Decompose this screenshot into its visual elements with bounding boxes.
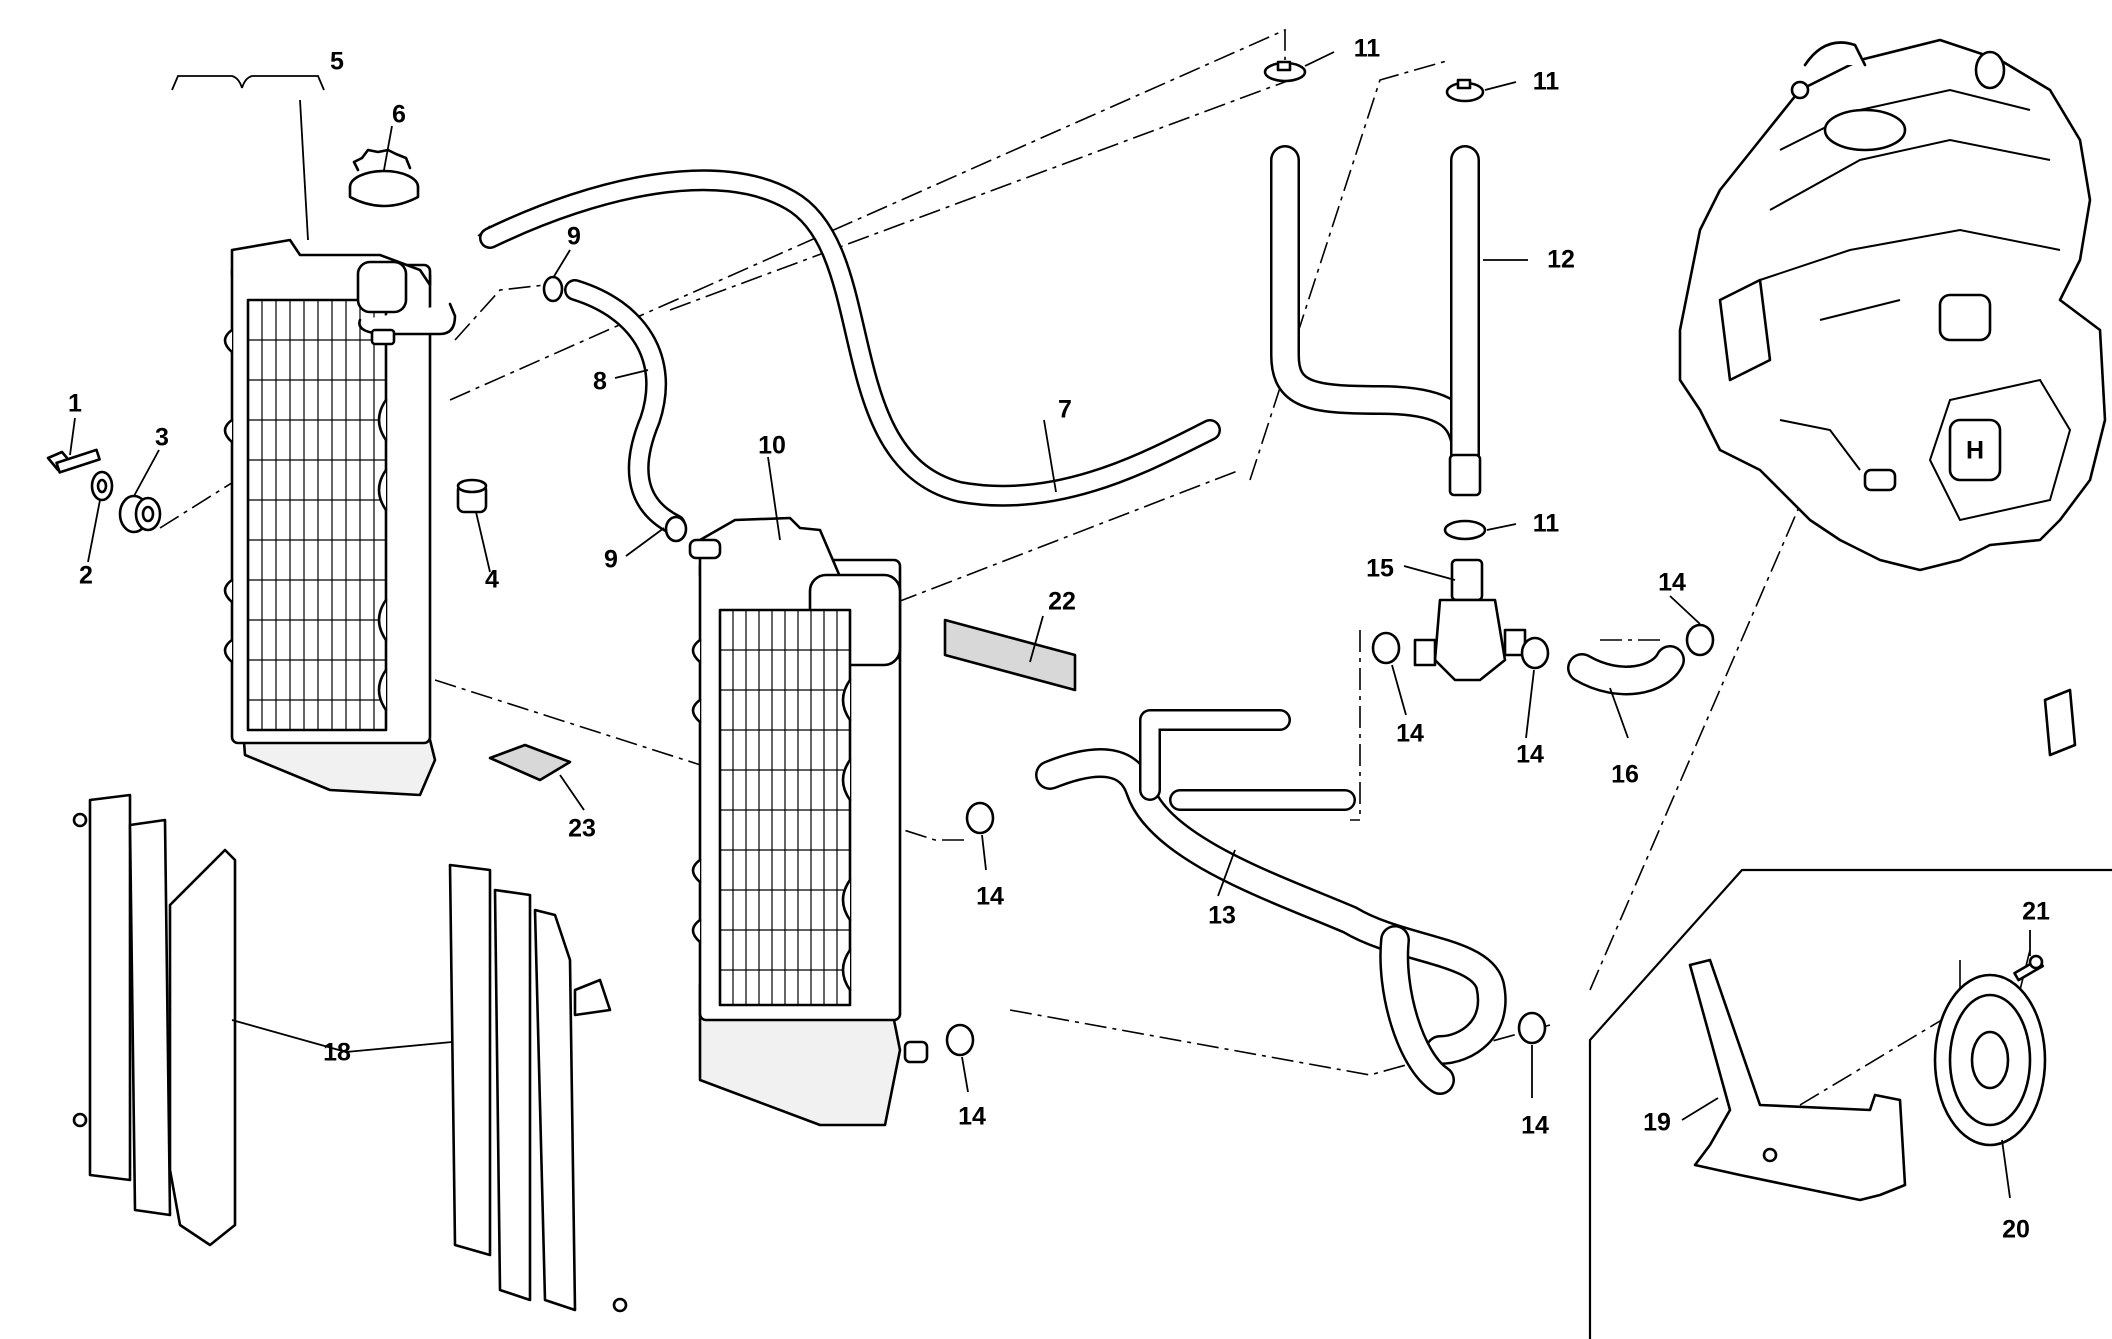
callout-11-a: 11 [1354,35,1381,63]
radiator-shroud-right [72,793,237,1247]
right-radiator [223,238,457,797]
y-hose [1270,145,1482,497]
foam-pad-large [943,618,1077,692]
thermostat-housing [1413,558,1527,682]
cooling-fan [1933,949,2047,1147]
hose-clamp [1685,623,1715,657]
left-radiator [688,516,929,1127]
spacer-bushing [456,478,488,514]
foam-pad-small [488,743,572,782]
callout-4: 4 [485,566,499,594]
hose-clamp [965,801,995,835]
rubber-grommet [118,494,162,534]
callout-20: 20 [2002,1216,2030,1244]
callout-14-e: 14 [958,1103,986,1131]
callout-1: 1 [68,390,82,418]
hose-clamp [664,515,688,543]
filler-neck [356,260,408,314]
callout-7: 7 [1058,396,1072,424]
callout-18: 18 [323,1039,351,1067]
callout-5: 5 [330,48,344,76]
callout-23: 23 [568,815,596,843]
overflow-hose [477,169,1221,507]
engine-block: H [1678,38,2107,757]
radiator-cap [348,148,420,208]
callout-10: 10 [758,432,786,460]
thermostat-outlet-hose [1567,645,1685,696]
hose-clamp [945,1023,975,1057]
callout-14-b: 14 [1516,741,1544,769]
brand-logo-letter: H [1966,437,1984,465]
callout-22: 22 [1048,588,1076,616]
left-radiator-core [718,608,852,1007]
brand-logo: H [1948,418,2002,482]
hose-clamp [542,275,564,303]
hose-clamp [1520,636,1550,670]
fan-kit-inset [1588,868,2112,1339]
callout-leaders [69,51,2031,1199]
radiator-shroud-left [448,863,628,1313]
radiator-connecting-hose [542,275,688,543]
callout-14-d: 14 [976,883,1004,911]
callout-9-lower: 9 [604,546,618,574]
hose-clamp-upper-left [1263,60,1307,83]
right-radiator-core [246,298,388,732]
callout-11-b: 11 [1533,68,1560,96]
callout-12: 12 [1547,246,1575,274]
callout-19: 19 [1643,1109,1671,1137]
callout-14-c: 14 [1658,569,1686,597]
hose-clamp [1517,1011,1547,1045]
callout-16: 16 [1611,761,1639,789]
hose-clamp-lower [1443,519,1487,541]
mounting-bolt [46,448,101,474]
fan-bracket [1688,958,1907,1202]
hose-clamp [1371,631,1401,665]
callout-21: 21 [2022,898,2050,926]
fan-mounting-screw [2013,954,2045,982]
lower-radiator-hose [1035,709,1507,1095]
washer [90,470,114,502]
callout-3: 3 [155,424,169,452]
callout-8: 8 [593,368,607,396]
callout-9-upper: 9 [567,223,581,251]
callout-6: 6 [392,101,406,129]
callout-15: 15 [1366,555,1394,583]
callout-14-a: 14 [1396,720,1424,748]
callout-labels: 1 2 3 4 5 6 7 8 9 9 10 11 11 11 12 13 14… [68,35,2050,1244]
hose-clamp-upper-right [1445,78,1485,103]
callout-14-f: 14 [1521,1112,1549,1140]
callout-11-c: 11 [1533,510,1560,538]
callout-2: 2 [79,562,93,590]
callout-13: 13 [1208,902,1236,930]
